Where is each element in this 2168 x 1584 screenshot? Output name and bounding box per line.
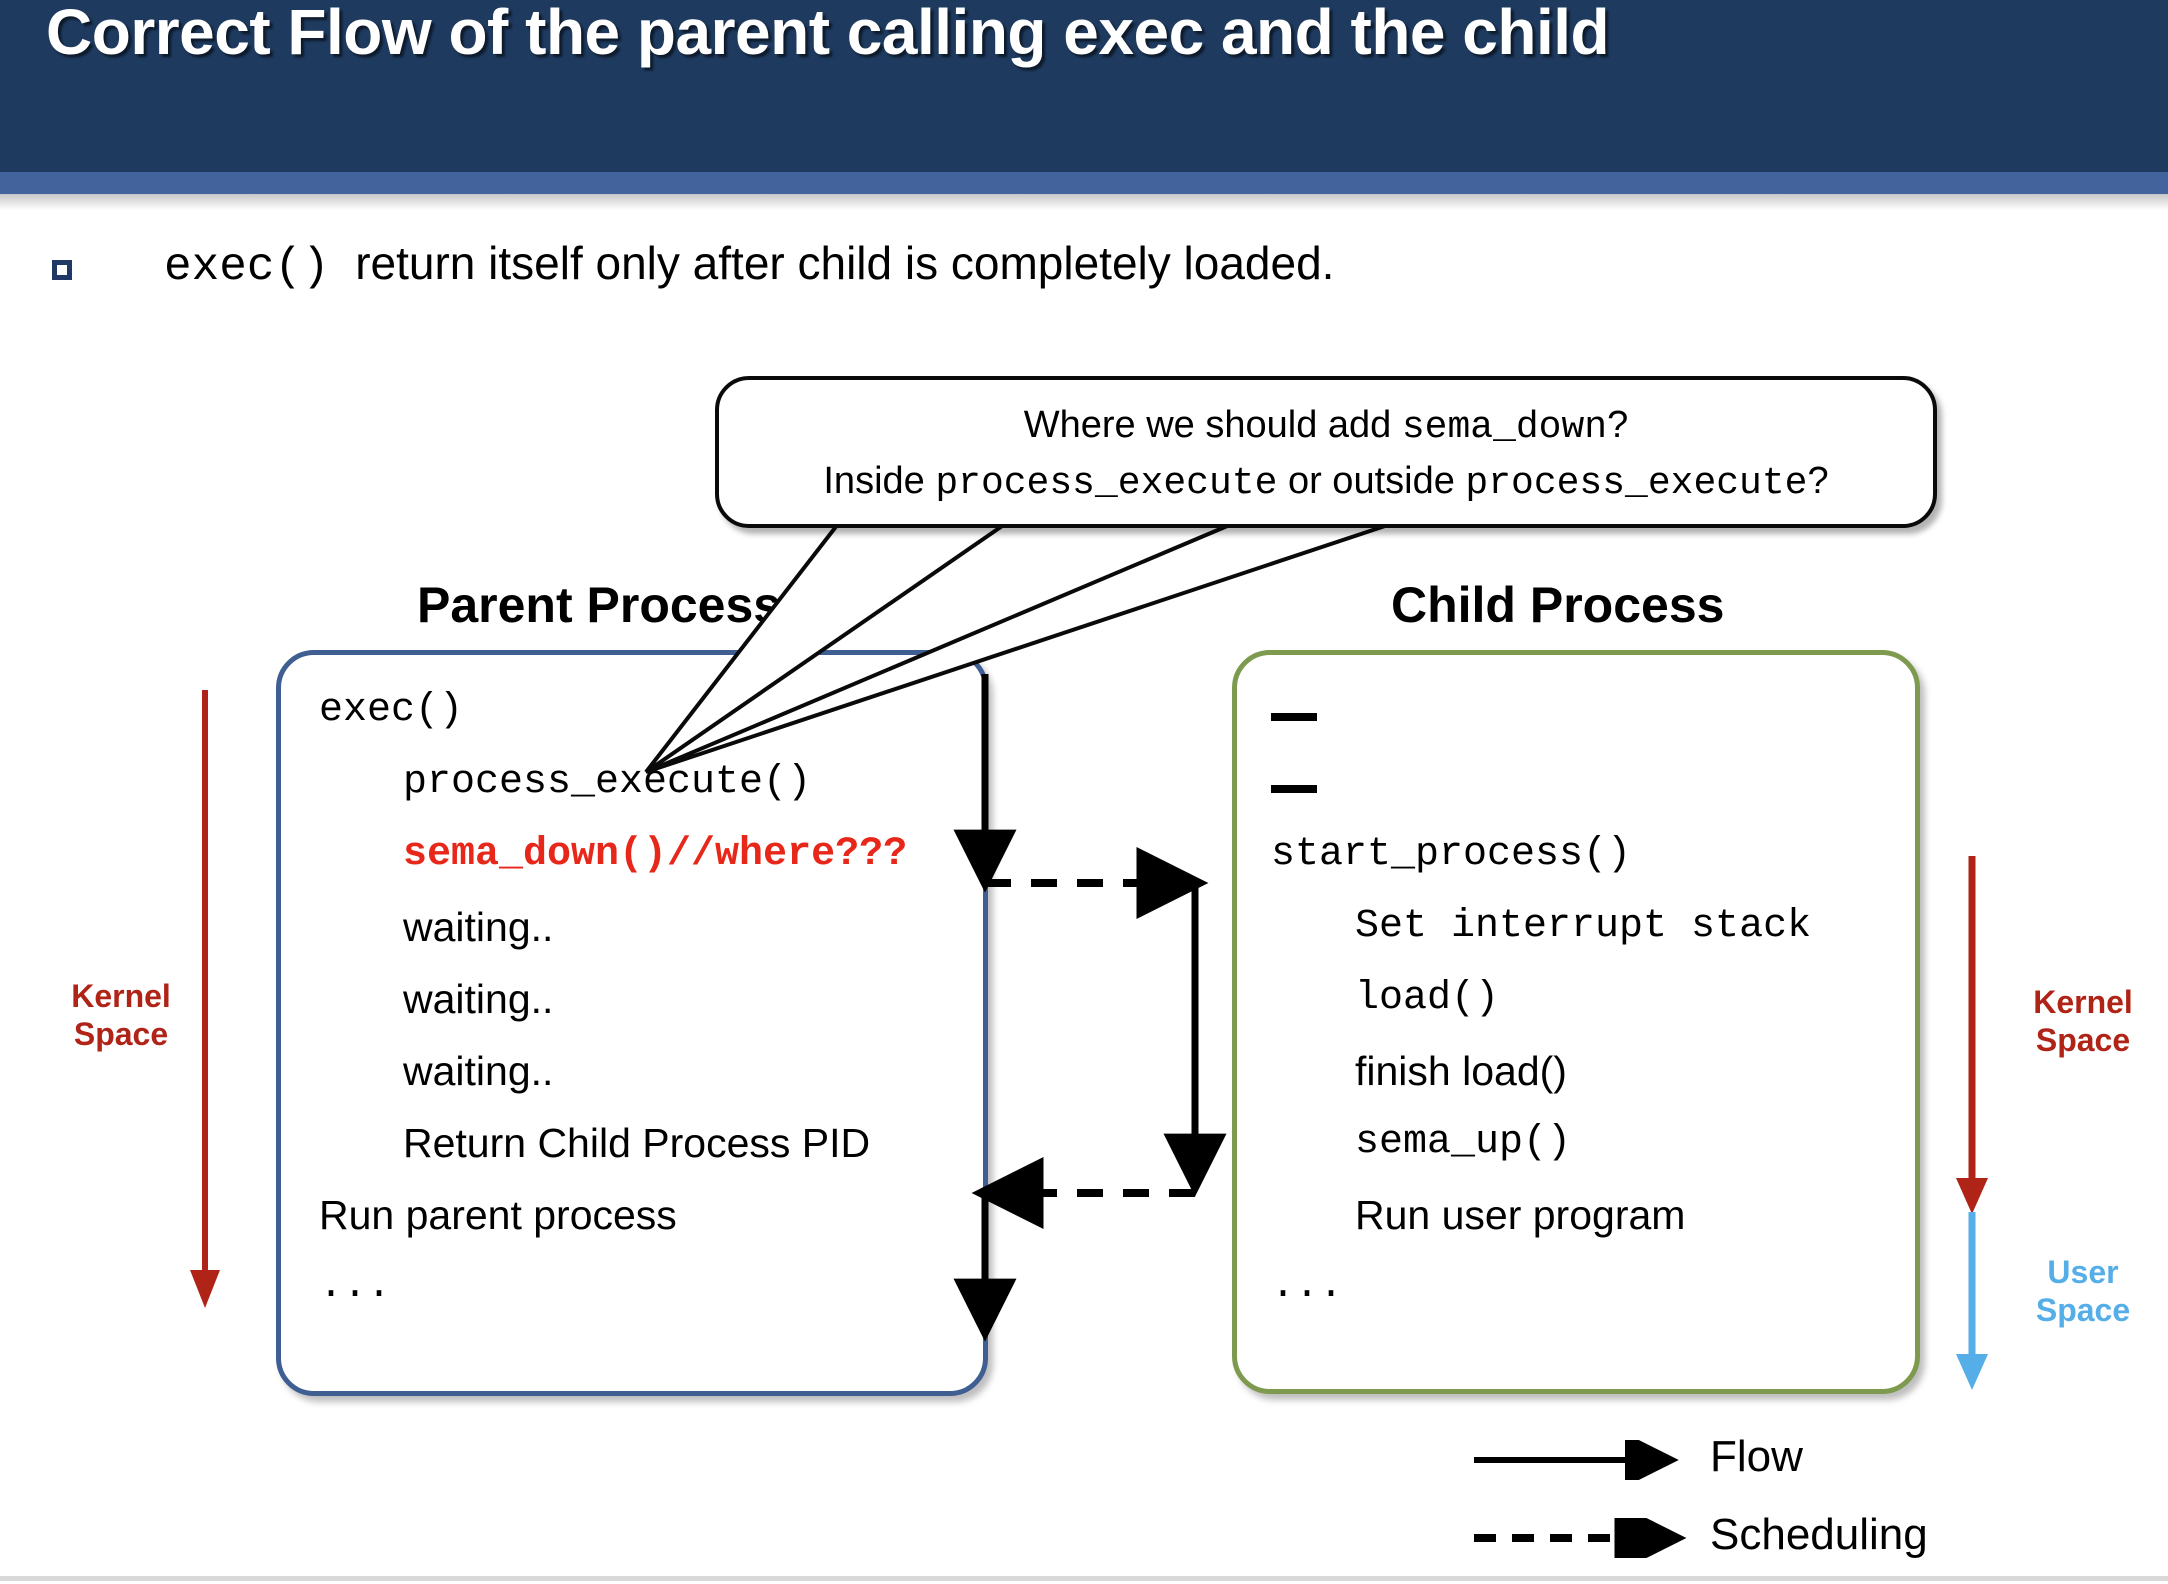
code-line: Return Child Process PID [403,1120,871,1166]
legend-flow-row: Flow [1470,1432,2070,1500]
left-kernel-space-label: Kernel Space [46,978,196,1054]
callout-line-2: Inside process_execute or outside proces… [823,460,1829,505]
callout-code-sema-down: sema_down [1401,406,1608,449]
right-user-space-label: User Space [2008,1254,2158,1330]
code-line: process_execute() [403,760,812,805]
legend-scheduling-label: Scheduling [1710,1510,1928,1559]
callout-line-1: Where we should add sema_down? [1023,404,1629,449]
code-line: waiting.. [403,976,554,1022]
bullet-text: exec() return itself only after child is… [164,236,1334,293]
title-bar [0,0,2168,172]
code-line: ... [319,1264,392,1309]
right-kernel-space-line1: Kernel [2033,984,2133,1020]
code-line-dash [1271,785,1317,793]
legend-flow-label: Flow [1710,1432,1803,1481]
page-title: Correct Flow of the parent calling exec … [46,0,1610,68]
code-line: sema_up() [1355,1120,1572,1165]
child-process-heading: Child Process [1391,577,1725,633]
code-line: start_process() [1271,832,1632,877]
bullet-code-token: exec() [164,241,330,293]
left-kernel-space-arrow [190,690,220,1308]
title-shadow [0,194,2168,210]
code-line: Set interrupt stack [1355,904,1812,949]
code-line-dash [1271,713,1317,721]
callout-question-box: Where we should add sema_down? Inside pr… [715,376,1937,528]
bullet-row: exec() return itself only after child is… [44,236,2044,316]
flow-line-icon [1474,1440,1679,1480]
callout-code-process-execute-1: process_execute [935,462,1278,505]
right-user-space-arrow [1956,1212,1988,1390]
bottom-divider [0,1576,2168,1581]
code-line: waiting.. [403,904,554,950]
legend-scheduling-row: Scheduling [1470,1510,2070,1578]
square-bullet-icon [52,260,72,280]
right-kernel-space-line2: Space [2035,1021,2131,1058]
callout-code-process-execute-2: process_execute [1465,462,1808,505]
left-kernel-space-line2: Space [73,1015,169,1052]
title-accent-strip [0,172,2168,194]
code-line: finish load() [1355,1048,1567,1094]
code-line: ... [1271,1264,1344,1309]
right-kernel-space-arrow [1956,856,1988,1214]
code-line: waiting.. [403,1048,554,1094]
code-line: exec() [319,688,464,733]
left-kernel-space-line1: Kernel [71,978,171,1014]
right-user-space-line1: User [2047,1254,2119,1290]
parent-process-heading: Parent Process [417,577,782,633]
child-process-box: start_process() Set interrupt stack load()… [1232,650,1920,1394]
right-kernel-space-label: Kernel Space [2008,984,2158,1060]
bullet-sentence: return itself only after child is comple… [355,237,1335,289]
code-line: Run user program [1355,1192,1686,1238]
code-line: Run parent process [319,1192,677,1238]
parent-process-box: exec() process_execute() sema_down()//wher… [276,650,988,1396]
right-user-space-line2: Space [2035,1291,2131,1328]
code-line: load() [1355,976,1500,1021]
scheduling-dashed-line-icon [1474,1518,1687,1558]
code-line: sema_down()//where??? [403,832,908,877]
